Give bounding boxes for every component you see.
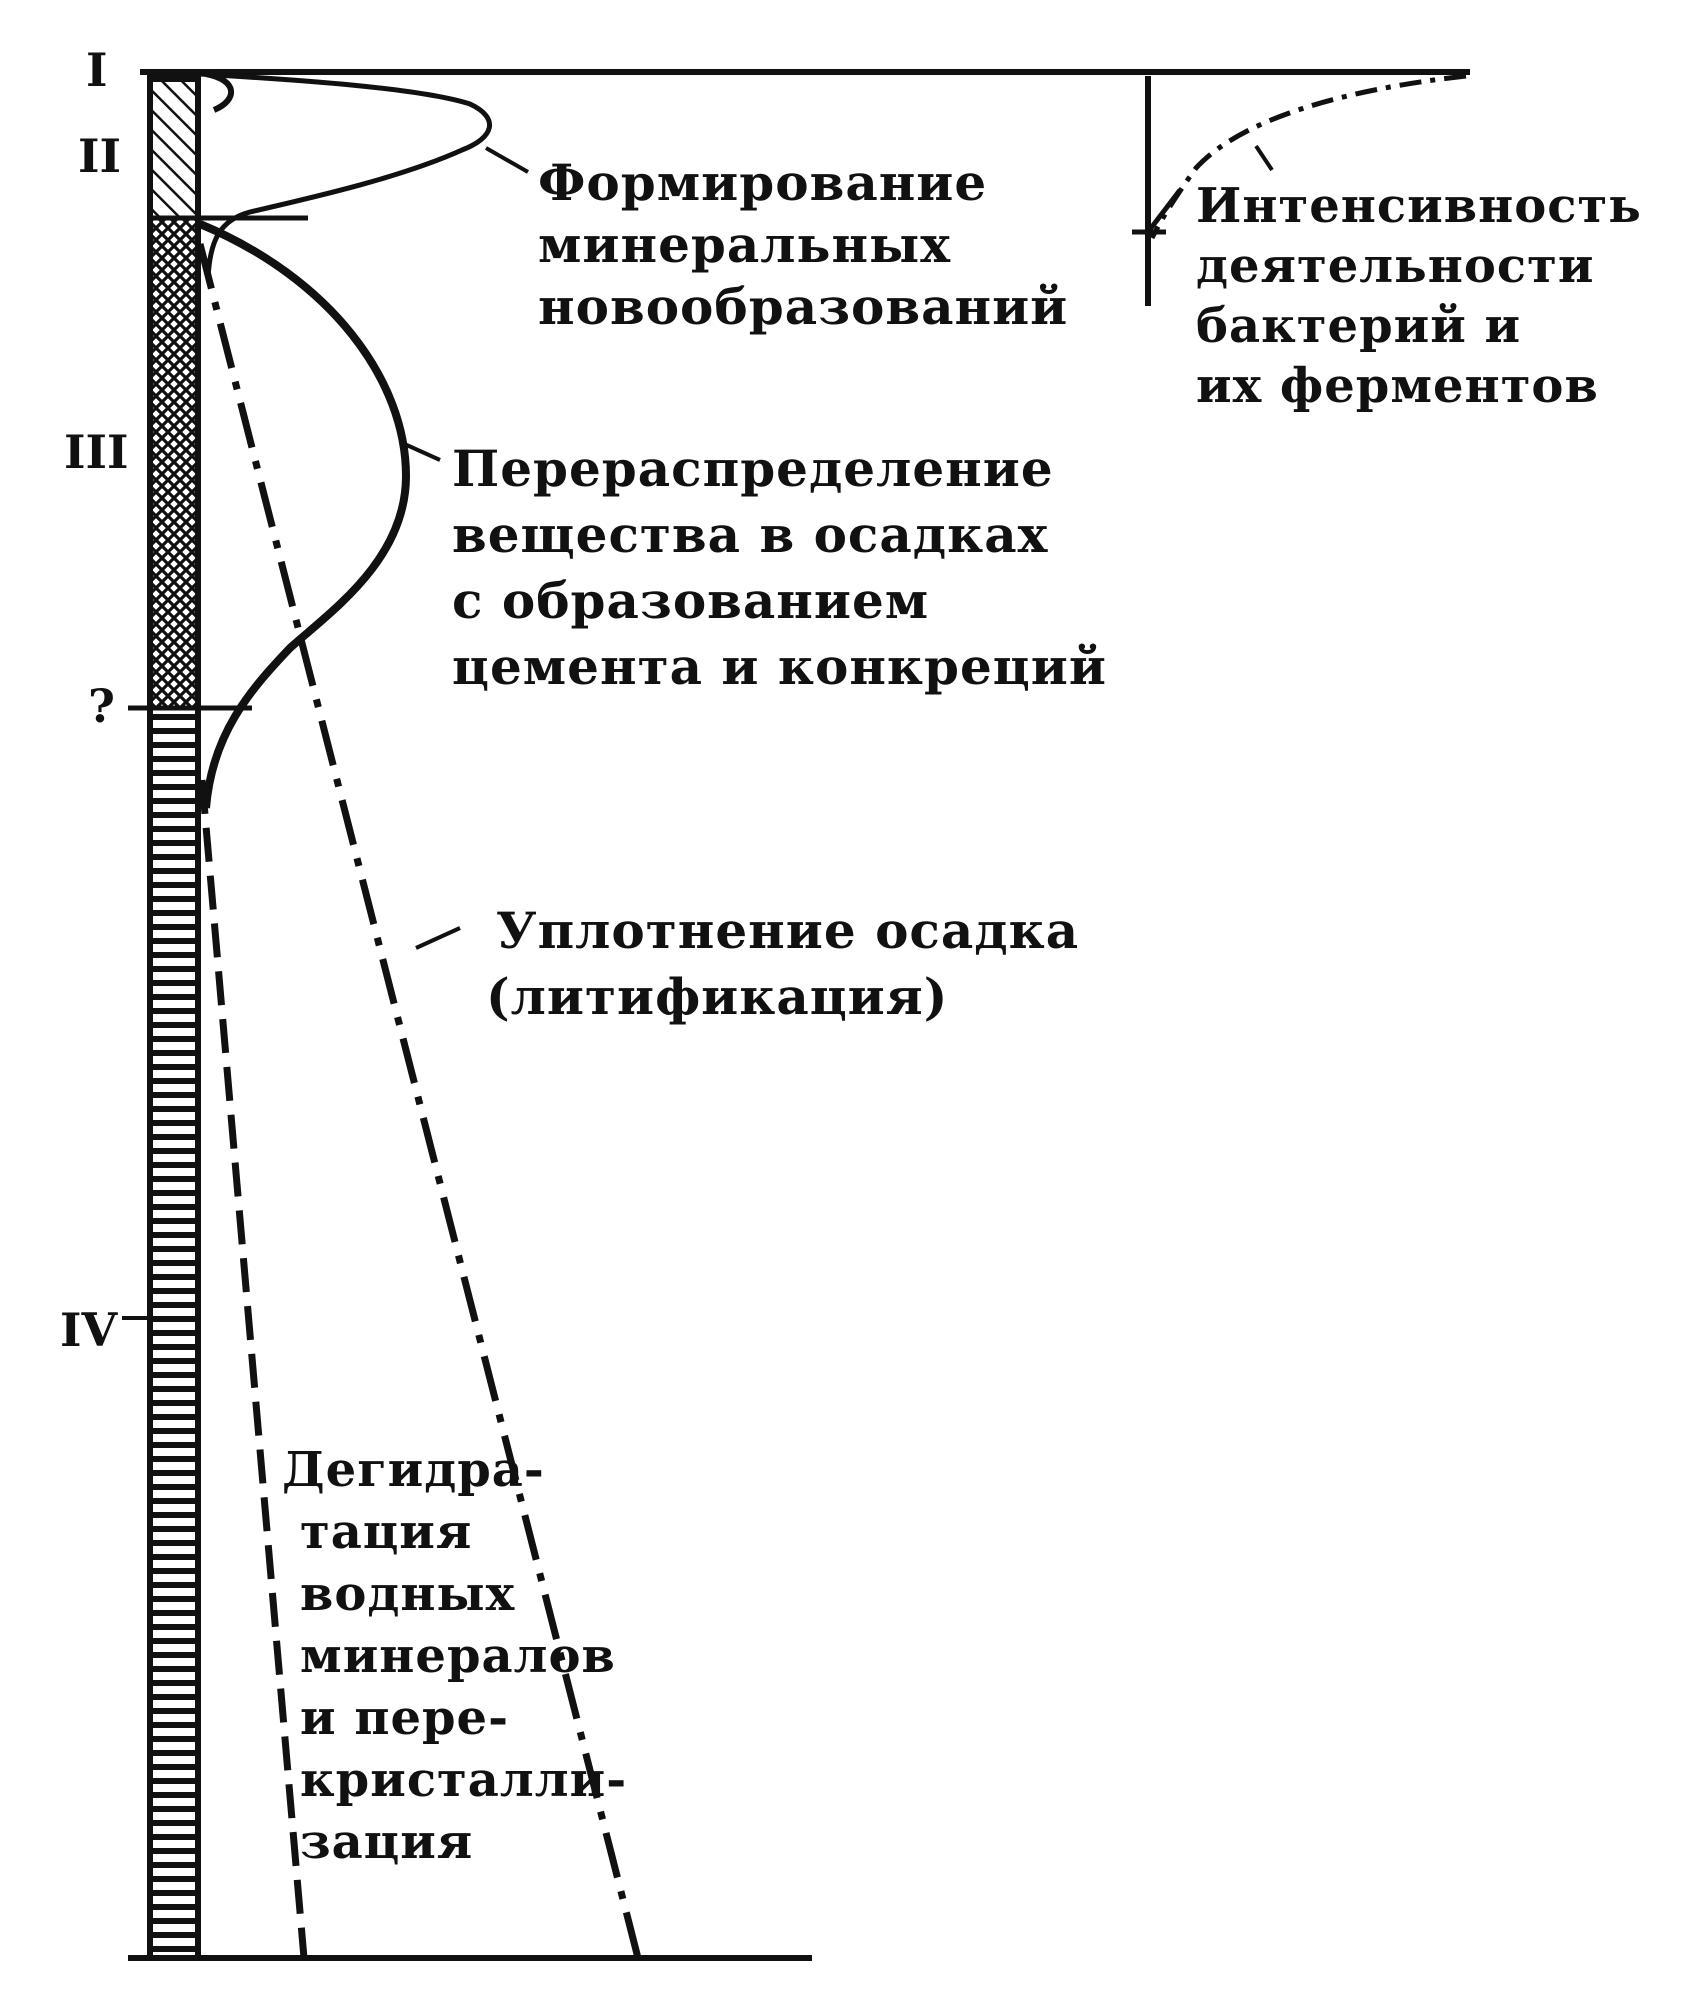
- zone-label-3: III: [64, 425, 129, 479]
- redistribution-line-2: вещества в осадках: [452, 505, 1049, 564]
- compaction-leader: [415, 926, 461, 950]
- dehydration-line-7: зация: [300, 1814, 473, 1870]
- bacteria-activity-graph: [1132, 73, 1467, 306]
- dehydration-line-3: водных: [300, 1566, 515, 1622]
- zone-label-1: I: [86, 43, 108, 97]
- bacteria-activity-line-2: деятельности: [1196, 238, 1594, 294]
- column-zone-2-fill: [150, 76, 198, 218]
- column-zone-4-fill: [150, 708, 198, 1958]
- mineral-formation-curve: [199, 71, 492, 279]
- mineral-formation-label: Формирование минеральных новообразований: [538, 153, 1068, 336]
- compaction-line-1: Уплотнение осадка: [496, 901, 1079, 960]
- bacteria-activity-label: Интенсивность деятельности бактерий и их…: [1196, 178, 1660, 414]
- sediment-column: [147, 69, 201, 1961]
- bacteria-activity-line-4: их ферментов: [1196, 358, 1599, 414]
- zone-label-2: II: [78, 129, 121, 183]
- dehydration-line-6: кристалли-: [300, 1752, 627, 1808]
- zone-label-4: IV: [60, 1303, 119, 1357]
- redistribution-line-1: Перераспределение: [452, 439, 1054, 498]
- redistribution-curve: [198, 220, 411, 809]
- bacteria-label-leader: [1254, 144, 1274, 172]
- dehydration-line-4: минералов: [300, 1628, 616, 1684]
- zone-labels: I II III ? IV: [60, 43, 129, 1357]
- zone-label-boundary: ?: [88, 679, 115, 733]
- mineral-formation-line-1: Формирование: [538, 153, 987, 212]
- bacteria-activity-line-1: Интенсивность: [1196, 178, 1642, 234]
- redistribution-line-3: с образованием: [452, 571, 929, 630]
- compaction-line: [196, 243, 642, 1959]
- dehydration-line-1: Дегидра-: [282, 1442, 545, 1498]
- compaction-line-2: (литификация): [486, 967, 948, 1026]
- mineral-formation-hook: [205, 71, 235, 113]
- dehydration-line: [198, 779, 308, 1959]
- dehydration-label: Дегидра- тация водных минералов и пере- …: [282, 1442, 645, 1870]
- mineral-formation-leader: [485, 146, 529, 174]
- compaction-label: Уплотнение осадка (литификация): [486, 901, 1098, 1026]
- bacteria-activity-line-3: бактерий и: [1196, 298, 1521, 354]
- redistribution-leader: [399, 440, 441, 462]
- dehydration-line-5: и пере-: [300, 1690, 509, 1746]
- redistribution-label: Перераспределение вещества в осадках с о…: [452, 439, 1107, 696]
- column-zone-3-fill: [150, 218, 198, 708]
- mineral-formation-line-3: новообразований: [538, 277, 1068, 336]
- bacteria-slash: [1146, 188, 1182, 234]
- dehydration-line-2: тация: [300, 1504, 472, 1560]
- redistribution-line-4: цемента и конкреций: [452, 637, 1107, 696]
- mineral-formation-line-2: минеральных: [538, 215, 951, 274]
